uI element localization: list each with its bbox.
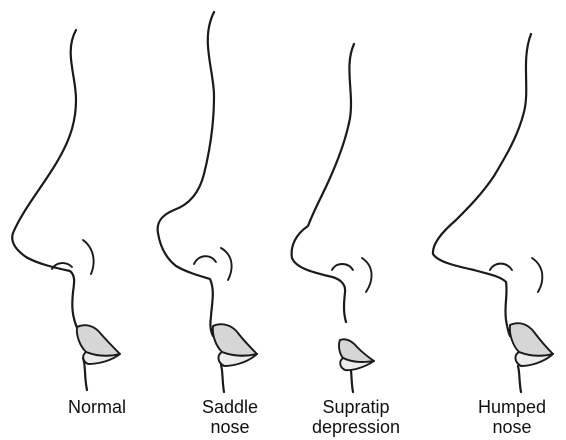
profile-saddle-upper-lip xyxy=(213,324,257,356)
label-supratip-line1: Supratip xyxy=(291,397,421,417)
profile-humped-nostril xyxy=(490,264,512,270)
profile-humped-cheek-line xyxy=(532,258,542,292)
label-supratip-line2: depression xyxy=(291,417,421,437)
label-supratip-depression: Supratip depression xyxy=(291,397,421,437)
label-humped-line2: nose xyxy=(447,417,566,437)
profile-supratip xyxy=(292,44,374,392)
profile-saddle-cheek-line xyxy=(221,248,232,280)
label-normal: Normal xyxy=(32,397,162,417)
profile-saddle-nostril xyxy=(194,256,216,264)
label-saddle-line2: nose xyxy=(165,417,295,437)
profile-saddle xyxy=(158,12,257,392)
profile-humped-upper-lip xyxy=(510,323,553,356)
label-normal-line1: Normal xyxy=(32,397,162,417)
label-saddle-nose: Saddle nose xyxy=(165,397,295,437)
label-humped-nose: Humped nose xyxy=(447,397,566,437)
label-humped-line1: Humped xyxy=(447,397,566,417)
profile-supratip-cheek-line xyxy=(362,258,372,292)
profile-normal-cheek-line xyxy=(83,240,94,274)
profile-normal-outline xyxy=(12,30,87,390)
profile-normal xyxy=(12,30,120,390)
profile-humped xyxy=(433,34,553,392)
label-saddle-line1: Saddle xyxy=(165,397,295,417)
profile-normal-upper-lip xyxy=(77,325,120,356)
profile-supratip-nostril xyxy=(332,264,353,270)
